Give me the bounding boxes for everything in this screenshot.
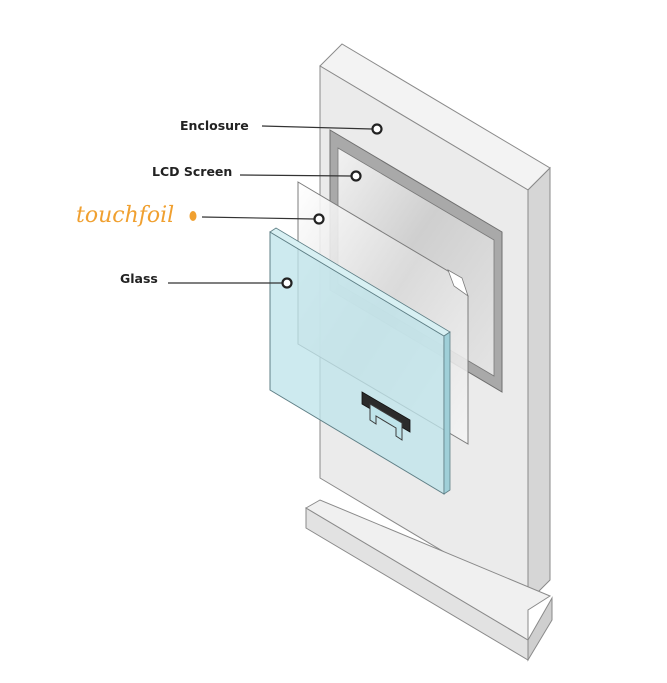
touchfoil-logo-dot — [189, 211, 197, 221]
label-enclosure: Enclosure — [180, 118, 249, 133]
label-touchfoil: touchfoil — [76, 203, 174, 228]
label-lcd-screen: LCD Screen — [152, 164, 232, 179]
leader-line-lcd-screen — [239, 174, 352, 177]
enclosure-base-side — [527, 596, 553, 662]
callout-lcd-screen: LCD Screen — [152, 164, 362, 182]
callout-glass: Glass — [120, 271, 293, 289]
marker-touchfoil — [313, 213, 325, 225]
leader-line-touchfoil — [201, 216, 315, 220]
glass-edge-side — [443, 331, 451, 495]
marker-glass — [281, 277, 293, 289]
enclosure-side-face — [527, 166, 551, 604]
callout-enclosure: Enclosure — [180, 118, 383, 135]
glass-layer — [269, 227, 451, 495]
leader-line-enclosure — [261, 125, 373, 130]
callout-touchfoil: touchfoil — [76, 203, 325, 228]
label-glass: Glass — [120, 271, 158, 286]
enclosure-base-top — [305, 499, 552, 641]
touchfoil-peeled-corner — [447, 269, 469, 298]
marker-lcd-screen — [350, 170, 362, 182]
connector-tab — [369, 403, 403, 441]
marker-enclosure — [371, 123, 383, 135]
